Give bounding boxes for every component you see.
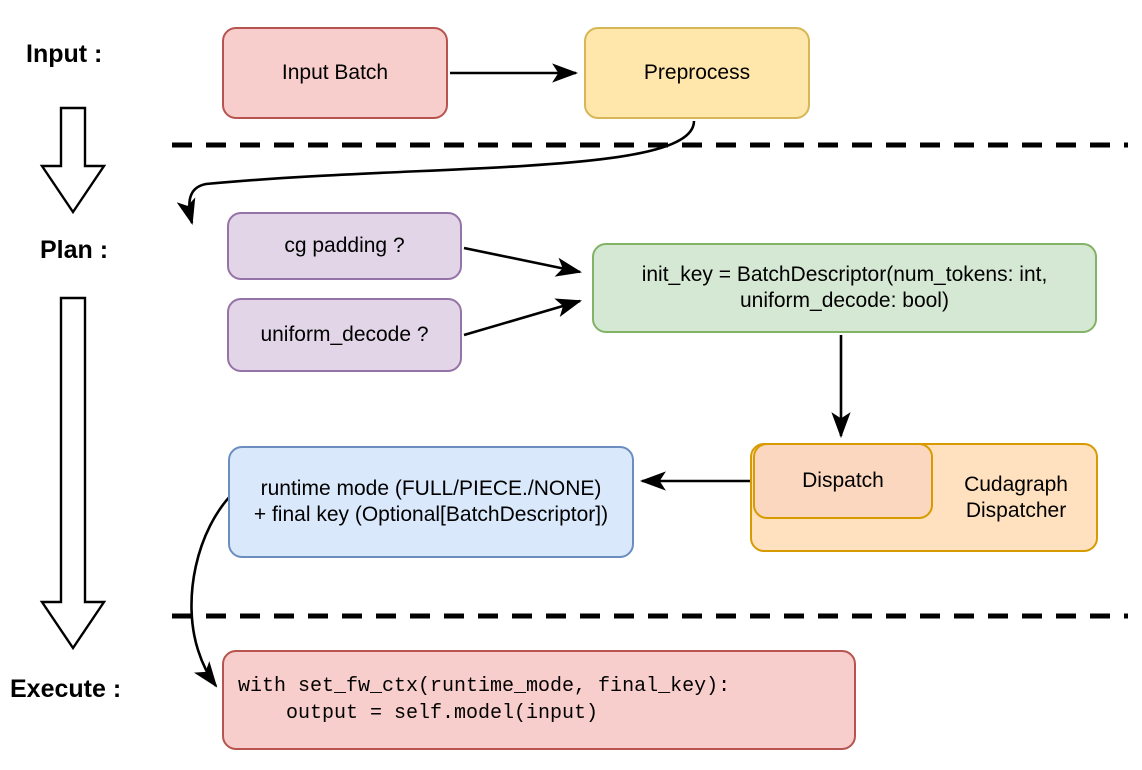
edge-uniform-decode-to-init-key (463, 298, 582, 337)
stage-label-input: Input : (26, 40, 103, 68)
edge-runtime-mode-to-execute-code (190, 491, 235, 688)
node-cg-padding[interactable]: cg padding ? (227, 212, 462, 280)
node-init-key-label: init_key = BatchDescriptor(num_tokens: i… (641, 263, 1048, 312)
node-input-batch[interactable]: Input Batch (222, 27, 448, 119)
node-preprocess-label: Preprocess (643, 61, 751, 85)
node-execute-code-label: with set_fw_ctx(runtime_mode, final_key)… (238, 675, 731, 725)
stage-dividers (172, 142, 1128, 619)
stage-block-arrows (39, 106, 107, 651)
stage-label-plan: Plan : (40, 236, 109, 264)
node-dispatch[interactable]: Dispatch (753, 443, 933, 519)
stage-label-execute: Execute : (10, 675, 122, 703)
node-preprocess[interactable]: Preprocess (584, 27, 810, 119)
stage-arrow-plan-to-execute (39, 296, 107, 651)
node-runtime-mode[interactable]: runtime mode (FULL/PIECE./NONE) + final … (228, 446, 634, 558)
node-input-batch-label: Input Batch (281, 61, 389, 85)
flow-edges (176, 63, 851, 688)
node-cudagraph-dispatcher-label: Cudagraph Dispatcher (964, 472, 1068, 522)
node-uniform-decode[interactable]: uniform_decode ? (227, 298, 462, 372)
node-init-key[interactable]: init_key = BatchDescriptor(num_tokens: i… (592, 243, 1097, 333)
node-uniform-decode-label: uniform_decode ? (260, 323, 429, 347)
edge-preprocess-to-cg-padding (176, 120, 696, 226)
node-execute-code[interactable]: with set_fw_ctx(runtime_mode, final_key)… (222, 650, 856, 750)
node-runtime-mode-label: runtime mode (FULL/PIECE./NONE) + final … (253, 477, 609, 526)
stage-arrow-input-to-plan (39, 106, 107, 215)
node-cg-padding-label: cg padding ? (284, 234, 405, 258)
edge-cg-padding-to-init-key (463, 246, 583, 277)
node-dispatch-label: Dispatch (802, 469, 884, 493)
